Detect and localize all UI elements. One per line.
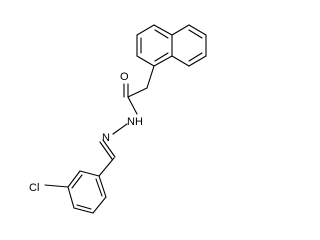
chlorine-label: Cl: [29, 182, 39, 194]
double-bond-inner: [188, 29, 203, 39]
bond: [79, 170, 100, 177]
bond-nh-n: [112, 123, 128, 135]
bond: [188, 24, 207, 36]
double-bond-inner: [95, 178, 103, 197]
naphthalene-ring-b: [171, 24, 207, 67]
nitrogen-label: N: [102, 132, 110, 144]
bond: [136, 55, 155, 67]
bond-ring-cl: [44, 184, 69, 188]
bond: [171, 55, 190, 67]
bond: [92, 196, 107, 214]
bond-ring-ch2: [146, 65, 155, 89]
bond: [67, 186, 75, 209]
naphthalene-ring-a: [136, 24, 173, 67]
double-bond-inner: [76, 204, 92, 210]
bond-ch2-carbonyl: [127, 87, 148, 98]
double-bond-inner: [188, 52, 203, 62]
double-bond-inner: [71, 174, 83, 189]
bond: [153, 24, 173, 36]
double-bond-inner: [154, 52, 169, 62]
bond: [136, 24, 155, 36]
molecule-structure: O NH N Cl: [29, 24, 207, 214]
bond: [153, 55, 173, 67]
double-bond-inner: [154, 29, 169, 39]
imine-double-bond: [102, 139, 116, 158]
bond-ch-ring: [98, 157, 115, 177]
bond: [67, 170, 81, 188]
imine-double-bond: [99, 141, 113, 160]
bond: [98, 175, 107, 198]
chlorophenyl-ring: [44, 170, 107, 214]
nh-label: NH: [127, 116, 143, 128]
bond: [73, 207, 94, 214]
bond-carbonyl-nh: [127, 96, 138, 115]
bond: [171, 24, 190, 36]
linker-chain: [98, 65, 155, 177]
bond: [188, 55, 207, 67]
oxygen-label: O: [120, 71, 129, 83]
